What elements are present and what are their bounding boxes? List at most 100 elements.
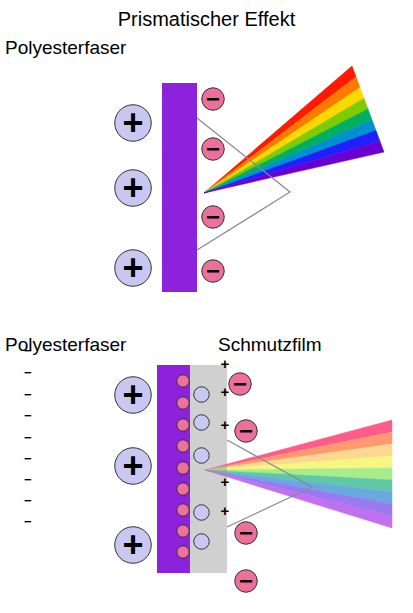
negative-charge: − — [201, 87, 225, 111]
spectrum-band — [204, 141, 384, 193]
charge-circle-outline — [202, 206, 225, 229]
charge-circle — [176, 396, 190, 410]
charge-circle-outline — [177, 525, 190, 538]
charge-circle-outline — [177, 462, 190, 475]
charge-circle-outline — [115, 377, 152, 414]
material-label: Polyesterfaser — [5, 38, 126, 57]
charge-circle-outline — [177, 375, 190, 388]
polyester-fiber: Polyesterfaser — [162, 83, 197, 292]
polyester-fiber: −−−−−−−−−Polyesterfaser — [157, 365, 190, 573]
charge-sign: − — [239, 569, 253, 593]
material-label: Schmutzfilm — [218, 335, 321, 354]
charge-sign: − — [206, 87, 220, 111]
positive-charge: + — [193, 533, 210, 550]
charge-circle-outline — [202, 260, 225, 283]
charge-sign: + — [122, 377, 143, 413]
charge-circle-outline — [193, 447, 209, 463]
positive-charge: + — [193, 504, 210, 521]
charge-sign: − — [24, 388, 32, 401]
charge-circle — [176, 418, 190, 432]
charge-circle — [176, 461, 190, 475]
spectrum-band — [204, 131, 380, 194]
charge-circle-outline — [177, 483, 190, 496]
charge-sign: − — [24, 366, 32, 379]
charge-sign: − — [206, 137, 220, 161]
charge-sign: − — [24, 515, 32, 528]
light-ray-lines — [227, 440, 312, 527]
positive-charge: + — [114, 376, 152, 414]
charge-circle-outline — [177, 504, 190, 517]
charge-circle — [193, 386, 210, 403]
negative-charge: − — [176, 396, 190, 410]
charge-sign: + — [122, 170, 143, 206]
charge-sign: + — [122, 105, 143, 141]
charge-circle — [176, 482, 190, 496]
positive-charge: + — [114, 447, 152, 485]
charge-circle-outline — [235, 522, 258, 545]
negative-charge: − — [234, 521, 258, 545]
charge-circle-outline — [115, 170, 152, 207]
negative-charge: − — [201, 259, 225, 283]
charge-circle-outline — [115, 250, 152, 287]
negative-charge: − — [176, 461, 190, 475]
positive-charge: + — [193, 386, 210, 403]
charge-circle — [176, 439, 190, 453]
negative-charge: − — [176, 524, 190, 538]
charge-sign: + — [122, 250, 143, 286]
charge-sign: − — [24, 431, 32, 444]
dirt-film: +++++Schmutzfilm — [190, 365, 227, 573]
charge-sign: + — [122, 448, 143, 484]
charge-sign: − — [206, 205, 220, 229]
light-ray-lines — [197, 118, 290, 250]
charge-circle-outline — [193, 533, 209, 549]
negative-charge: − — [234, 569, 258, 593]
charge-circle — [176, 503, 190, 517]
charge-circle-outline — [177, 397, 190, 410]
rainbow-fan-top — [204, 66, 384, 193]
spectrum-band — [205, 470, 392, 528]
negative-charge: − — [234, 419, 258, 443]
negative-charge: − — [201, 205, 225, 229]
negative-charge: − — [176, 418, 190, 432]
charge-sign: − — [24, 409, 32, 422]
negative-charge: − — [176, 374, 190, 388]
charge-sign: + — [122, 527, 143, 563]
charge-sign: + — [221, 384, 230, 399]
charge-circle-outline — [235, 570, 258, 593]
charge-circle — [176, 374, 190, 388]
spectrum-band — [205, 432, 392, 470]
charge-circle-outline — [115, 527, 152, 564]
spectrum-band — [205, 444, 392, 470]
charge-circle — [176, 524, 190, 538]
material-label: Polyesterfaser — [5, 335, 126, 354]
charge-circle-outline — [229, 373, 252, 396]
negative-charge: − — [228, 372, 252, 396]
negative-charge: − — [176, 503, 190, 517]
charge-sign: − — [24, 452, 32, 465]
charge-circle-outline — [202, 88, 225, 111]
charge-circle-outline — [202, 138, 225, 161]
charge-sign: + — [221, 474, 230, 489]
charge-circle-outline — [177, 419, 190, 432]
charge-sign: − — [24, 494, 32, 507]
spectrum-band — [205, 456, 392, 470]
negative-charge: − — [176, 482, 190, 496]
negative-charge: − — [176, 545, 190, 559]
positive-charge: + — [193, 414, 210, 431]
charge-circle-outline — [177, 440, 190, 453]
charge-sign: + — [221, 356, 230, 371]
charge-circle-outline — [177, 546, 190, 559]
negative-charge: − — [176, 439, 190, 453]
charge-sign: − — [206, 259, 220, 283]
charge-circle — [193, 414, 210, 431]
charge-circle — [193, 533, 210, 550]
charge-circle — [176, 545, 190, 559]
charge-sign: − — [239, 521, 253, 545]
charge-circle-outline — [193, 504, 209, 520]
positive-charge: + — [114, 104, 152, 142]
positive-charge: + — [114, 249, 152, 287]
charge-sign: − — [239, 419, 253, 443]
charge-circle-outline — [193, 386, 209, 402]
negative-charge: − — [201, 137, 225, 161]
